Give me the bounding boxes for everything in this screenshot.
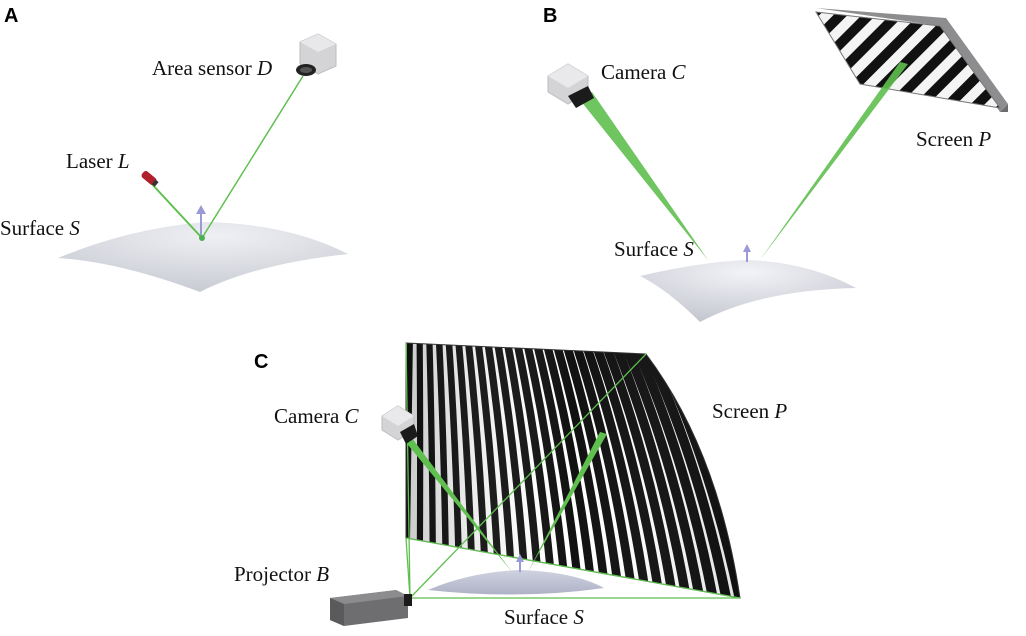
panel-b: B Camera C Screen P bbox=[543, 5, 1008, 322]
camera-icon bbox=[547, 63, 594, 108]
label-camera-b: Camera C bbox=[601, 60, 687, 84]
panel-a: A Area sensor D Laser L bbox=[0, 5, 348, 292]
panel-a-hit-point bbox=[199, 235, 205, 241]
label-camera-c: Camera C bbox=[274, 404, 360, 428]
panel-b-screen-ray bbox=[760, 62, 908, 260]
projector-icon bbox=[330, 590, 412, 626]
panel-a-reflected-ray bbox=[201, 75, 304, 239]
panel-a-normal-arrow bbox=[196, 205, 206, 236]
panel-c-letter: C bbox=[254, 351, 268, 373]
camera-icon bbox=[381, 405, 418, 444]
label-surface-b: Surface S bbox=[614, 237, 694, 261]
panel-a-incident-ray bbox=[149, 181, 203, 239]
panel-b-normal-arrow bbox=[743, 244, 751, 262]
label-screen-b: Screen P bbox=[916, 127, 991, 151]
label-screen-c: Screen P bbox=[712, 399, 787, 423]
panel-b-camera-ray bbox=[580, 92, 708, 260]
label-laser: Laser L bbox=[66, 149, 130, 173]
area-sensor-icon bbox=[296, 33, 337, 76]
panel-c: C bbox=[234, 342, 787, 629]
label-projector: Projector B bbox=[234, 562, 329, 586]
label-surface-a: Surface S bbox=[0, 216, 80, 240]
panel-a-surface bbox=[58, 222, 348, 292]
panel-c-projector-frustum bbox=[405, 342, 741, 599]
panel-c-normal-arrow bbox=[516, 554, 524, 572]
panel-a-letter: A bbox=[4, 5, 18, 27]
panel-c-surface bbox=[428, 570, 604, 595]
panel-c-screen-ray bbox=[528, 432, 607, 572]
label-area-sensor: Area sensor D bbox=[152, 56, 272, 80]
panel-b-screen bbox=[815, 8, 1008, 112]
label-surface-c: Surface S bbox=[504, 605, 584, 629]
panel-b-letter: B bbox=[543, 5, 557, 27]
panel-b-surface bbox=[640, 260, 856, 322]
laser-icon bbox=[141, 171, 159, 187]
panel-c-camera-ray bbox=[404, 438, 512, 572]
